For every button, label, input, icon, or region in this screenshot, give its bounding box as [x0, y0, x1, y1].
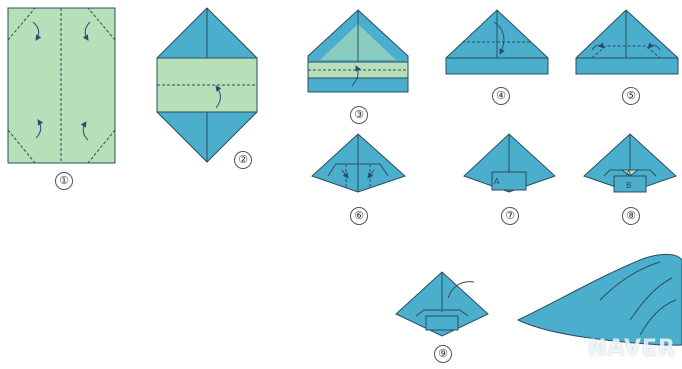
step-9-number: ⑨: [434, 345, 452, 363]
step-1-figure: [7, 7, 116, 164]
label-a: A: [494, 177, 500, 186]
fold-arrow-icon: [32, 21, 42, 41]
step-4-figure: [445, 9, 549, 75]
label-a: A: [626, 169, 632, 178]
fold-arrow-icon: [367, 169, 375, 179]
fold-arrow-icon: [341, 169, 349, 179]
step-2-number: ②: [234, 151, 252, 169]
step-7-figure: A: [463, 133, 556, 193]
watermark: NAVER: [588, 336, 676, 361]
fold-arrow-icon: [80, 121, 89, 141]
step-2-figure: [156, 7, 258, 163]
step-6-figure: [311, 133, 406, 193]
step-5-number: ⑤: [622, 87, 640, 105]
label-b: B: [626, 181, 632, 190]
fold-arrow-icon: [591, 42, 605, 51]
step-9-figure: [395, 271, 489, 337]
step-4-number: ④: [492, 87, 510, 105]
step-7-number: ⑦: [501, 207, 519, 225]
step-5-figure: [575, 9, 679, 75]
step-8-figure: A B: [583, 133, 677, 193]
step-3-number: ③: [350, 106, 368, 124]
step-6-number: ⑥: [350, 207, 368, 225]
step-1-number: ①: [55, 172, 73, 190]
fold-arrow-icon: [215, 85, 222, 109]
step-8-number: ⑧: [622, 207, 640, 225]
fold-arrow-icon: [82, 21, 91, 41]
fold-arrow-icon: [493, 21, 505, 55]
fold-arrow-icon: [647, 42, 661, 51]
step-3-figure: [307, 9, 409, 93]
fold-arrow-icon: [35, 119, 44, 139]
finished-model: [516, 253, 682, 346]
fold-arrow-icon: [351, 65, 361, 87]
